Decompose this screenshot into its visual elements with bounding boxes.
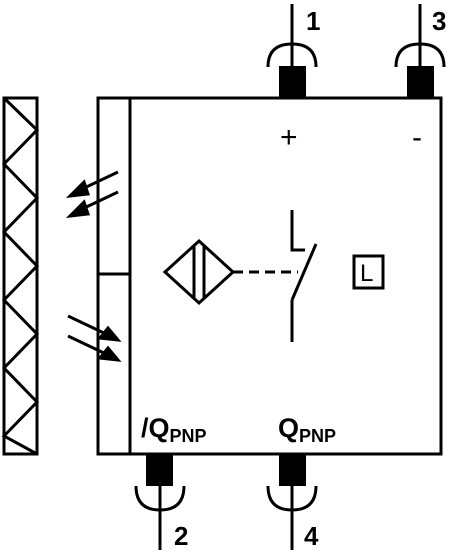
reflector-zigzag bbox=[1, 96, 40, 456]
plus-sign: + bbox=[280, 121, 298, 154]
output-q-inverted-label: /QPNP bbox=[141, 413, 207, 446]
connector-cap bbox=[266, 42, 318, 68]
terminal-pin bbox=[279, 66, 306, 98]
terminal-4: 4 bbox=[266, 454, 319, 551]
emitted-light-arrows bbox=[65, 170, 119, 218]
reflector-frame bbox=[2, 96, 39, 456]
output-q-label: QPNP bbox=[278, 413, 336, 446]
terminal-pin bbox=[279, 454, 306, 486]
terminal-2: 2 bbox=[134, 454, 188, 551]
received-light-arrows bbox=[67, 314, 122, 362]
terminal-3: 3 bbox=[394, 4, 446, 98]
output-q-inverted-main: /Q bbox=[141, 413, 170, 443]
terminal-pin bbox=[146, 454, 173, 486]
output-q-sub: PNP bbox=[299, 426, 336, 446]
minus-sign: - bbox=[412, 121, 422, 154]
reflector bbox=[1, 96, 40, 456]
terminal-pin bbox=[407, 66, 434, 98]
light-mode-box bbox=[352, 254, 385, 290]
output-q-inverted-sub: PNP bbox=[170, 426, 207, 446]
terminal-label: 1 bbox=[306, 6, 320, 36]
terminal-label: 2 bbox=[174, 521, 188, 551]
connector-cap bbox=[394, 42, 446, 68]
switch-contact bbox=[290, 210, 318, 342]
sensor-housing bbox=[96, 96, 443, 456]
terminal-label: 4 bbox=[304, 521, 319, 551]
housing-body bbox=[96, 96, 443, 456]
light-mode-label: L bbox=[360, 260, 373, 287]
output-q-main: Q bbox=[278, 413, 299, 443]
terminal-label: 3 bbox=[432, 6, 446, 36]
terminal-1: 1 bbox=[266, 4, 320, 98]
optical-receiver-symbol bbox=[162, 238, 236, 306]
